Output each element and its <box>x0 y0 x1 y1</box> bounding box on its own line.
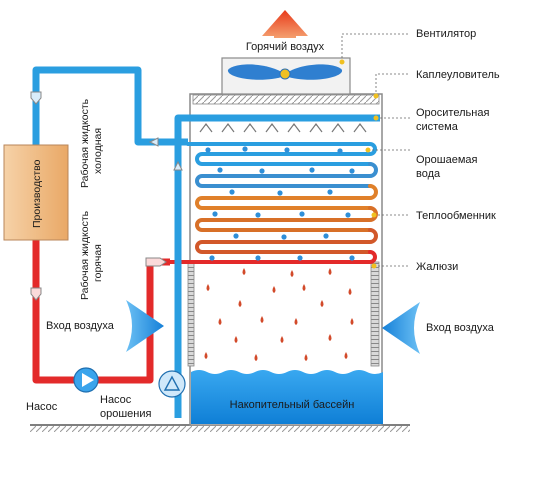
drift-eliminator <box>192 94 380 105</box>
spray-pump-icon <box>158 370 186 398</box>
louver-left <box>187 261 195 367</box>
cold-fluid-label-1: Рабочая жидкость <box>79 98 91 188</box>
drift-eliminator-label: Каплеуловитель <box>416 69 500 81</box>
heat-exchanger-coil <box>164 142 378 264</box>
spray-water-label-1: Орошаемая <box>416 154 478 166</box>
air-inlet-left-label: Вход воздуха <box>46 320 115 332</box>
spray-water-drops <box>205 146 355 261</box>
hot-fluid-label-1: Рабочая жидкость <box>79 210 91 300</box>
louvers-label: Жалюзи <box>416 261 458 273</box>
flow-arrow-icons <box>30 91 183 301</box>
cold-fluid-label-2: холодная <box>92 128 104 174</box>
air-inlet-right-label: Вход воздуха <box>426 322 495 334</box>
spray-nozzles <box>199 123 367 133</box>
production-label: Производство <box>31 159 43 228</box>
production-unit <box>3 144 69 241</box>
heat-exchanger-label: Теплообменник <box>416 210 496 222</box>
hot-air-label: Горячий воздух <box>246 41 325 53</box>
pump-label: Насос <box>26 401 58 413</box>
basin-label: Накопительный бассейн <box>230 399 355 411</box>
spray-water-label-2: вода <box>416 168 441 180</box>
pump-icon <box>73 367 99 393</box>
hot-fluid-label-2: горячая <box>92 244 104 282</box>
air-inlet-right-arrow-icon <box>382 302 420 354</box>
spray-pump-label-1: Насос <box>100 394 132 406</box>
basin-water <box>191 370 383 424</box>
spray-pump-label-2: орошения <box>100 408 152 420</box>
spray-system-label-2: система <box>416 121 459 133</box>
fan-icon <box>227 64 343 80</box>
louver-right <box>370 261 380 367</box>
ground <box>30 424 410 432</box>
hot-air-arrow-icon <box>262 10 308 38</box>
leader-dots <box>339 59 379 269</box>
air-inlet-left-arrow-icon <box>126 300 164 352</box>
fan-label: Вентилятор <box>416 28 476 40</box>
spray-system-label-1: Оросительная <box>416 107 489 119</box>
falling-drops <box>204 268 354 361</box>
leader-lines <box>341 33 410 267</box>
